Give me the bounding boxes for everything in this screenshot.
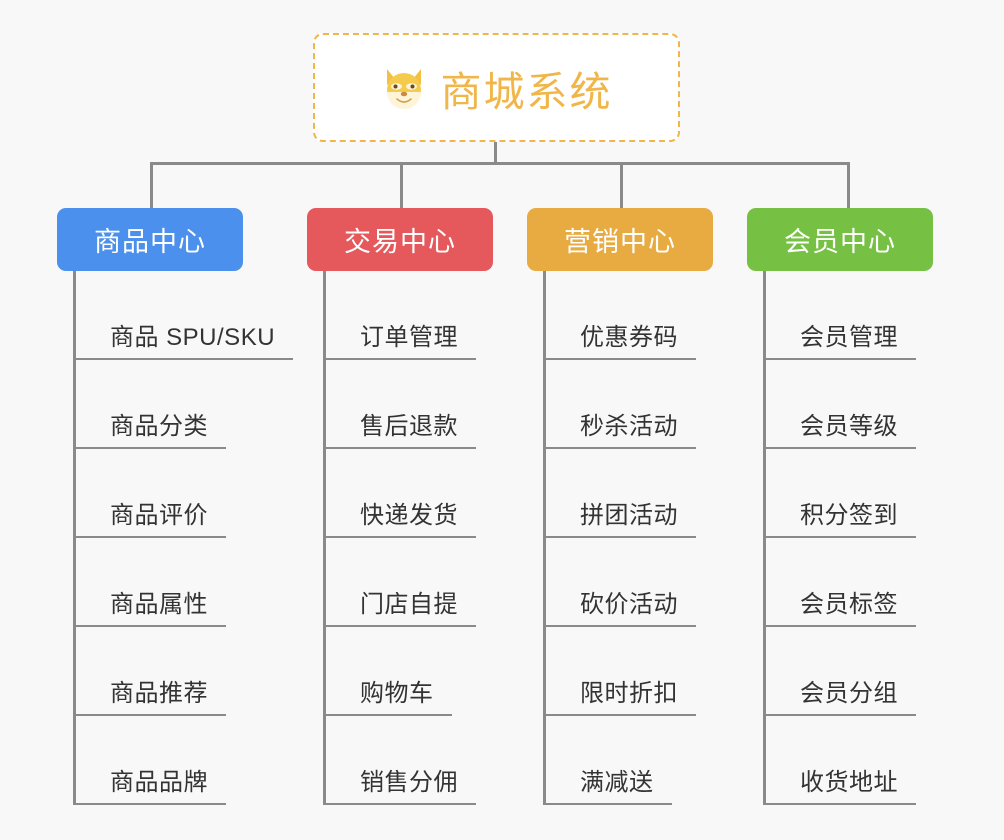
leaf-label: 订单管理 [360, 324, 458, 351]
leaf-label: 商品评价 [110, 502, 208, 529]
leaf-list-member-center: 会员管理 会员等级 积分签到 会员标签 会员分组 收货地址 [763, 271, 987, 805]
leaf-list-product-center: 商品 SPU/SKU 商品分类 商品评价 商品属性 商品推荐 商品品牌 [73, 271, 297, 805]
list-item[interactable]: 会员管理 [766, 271, 987, 360]
leaf-label: 售后退款 [360, 413, 458, 440]
connector-root-stem [494, 142, 497, 164]
connector-drop-2 [400, 162, 403, 208]
leaf-label: 会员分组 [800, 680, 898, 707]
column-marketing-center: 营销中心 优惠券码 秒杀活动 拼团活动 砍价活动 限时折扣 满减送 [527, 208, 767, 805]
category-title: 会员中心 [784, 227, 896, 257]
leaf-label: 积分签到 [800, 502, 898, 529]
leaf-label: 商品属性 [110, 591, 208, 618]
column-product-center: 商品中心 商品 SPU/SKU 商品分类 商品评价 商品属性 商品推荐 商品品牌 [57, 208, 297, 805]
list-item[interactable]: 商品 SPU/SKU [76, 271, 297, 360]
list-item[interactable]: 限时折扣 [546, 627, 767, 716]
column-trade-center: 交易中心 订单管理 售后退款 快递发货 门店自提 购物车 销售分佣 [307, 208, 547, 805]
leaf-label: 商品推荐 [110, 680, 208, 707]
leaf-label: 限时折扣 [580, 680, 678, 707]
leaf-list-trade-center: 订单管理 售后退款 快递发货 门店自提 购物车 销售分佣 [323, 271, 547, 805]
leaf-label: 优惠券码 [580, 324, 678, 351]
list-item[interactable]: 商品评价 [76, 449, 297, 538]
category-header-marketing-center[interactable]: 营销中心 [527, 208, 713, 271]
root-title: 商城系统 [440, 68, 613, 115]
list-item[interactable]: 快递发货 [326, 449, 547, 538]
connector-drop-1 [150, 162, 153, 208]
list-item[interactable]: 商品推荐 [76, 627, 297, 716]
connector-horizontal-bus [150, 162, 850, 165]
root-node[interactable]: 商城系统 [313, 33, 680, 142]
list-item[interactable]: 购物车 [326, 627, 547, 716]
leaf-label: 拼团活动 [580, 502, 678, 529]
list-item[interactable]: 会员标签 [766, 538, 987, 627]
category-header-product-center[interactable]: 商品中心 [57, 208, 243, 271]
leaf-list-marketing-center: 优惠券码 秒杀活动 拼团活动 砍价活动 限时折扣 满减送 [543, 271, 767, 805]
leaf-label: 购物车 [360, 680, 434, 707]
list-item[interactable]: 满减送 [546, 716, 767, 805]
leaf-label: 会员等级 [800, 413, 898, 440]
category-header-member-center[interactable]: 会员中心 [747, 208, 933, 271]
list-item[interactable]: 售后退款 [326, 360, 547, 449]
list-item[interactable]: 销售分佣 [326, 716, 547, 805]
connector-drop-4 [847, 162, 850, 208]
list-item[interactable]: 积分签到 [766, 449, 987, 538]
category-header-trade-center[interactable]: 交易中心 [307, 208, 493, 271]
list-item[interactable]: 拼团活动 [546, 449, 767, 538]
leaf-label: 商品分类 [110, 413, 208, 440]
leaf-label: 秒杀活动 [580, 413, 678, 440]
leaf-label: 商品品牌 [110, 769, 208, 796]
list-item[interactable]: 优惠券码 [546, 271, 767, 360]
list-item[interactable]: 会员等级 [766, 360, 987, 449]
list-item[interactable]: 商品属性 [76, 538, 297, 627]
leaf-label: 会员管理 [800, 324, 898, 351]
leaf-label: 门店自提 [360, 591, 458, 618]
connector-drop-3 [620, 162, 623, 208]
list-item[interactable]: 门店自提 [326, 538, 547, 627]
list-item[interactable]: 订单管理 [326, 271, 547, 360]
list-item[interactable]: 砍价活动 [546, 538, 767, 627]
list-item[interactable]: 收货地址 [766, 716, 987, 805]
list-item[interactable]: 会员分组 [766, 627, 987, 716]
list-item[interactable]: 商品品牌 [76, 716, 297, 805]
leaf-label: 快递发货 [360, 502, 458, 529]
leaf-label: 商品 SPU/SKU [110, 324, 276, 351]
category-title: 营销中心 [564, 227, 676, 257]
list-item[interactable]: 商品分类 [76, 360, 297, 449]
leaf-label: 销售分佣 [360, 769, 458, 796]
dog-face-icon [381, 65, 427, 111]
category-title: 交易中心 [344, 227, 456, 257]
list-item[interactable]: 秒杀活动 [546, 360, 767, 449]
column-member-center: 会员中心 会员管理 会员等级 积分签到 会员标签 会员分组 收货地址 [747, 208, 987, 805]
leaf-label: 满减送 [580, 769, 654, 796]
leaf-label: 收货地址 [800, 769, 898, 796]
leaf-label: 砍价活动 [580, 591, 678, 618]
leaf-label: 会员标签 [800, 591, 898, 618]
category-title: 商品中心 [94, 227, 206, 257]
